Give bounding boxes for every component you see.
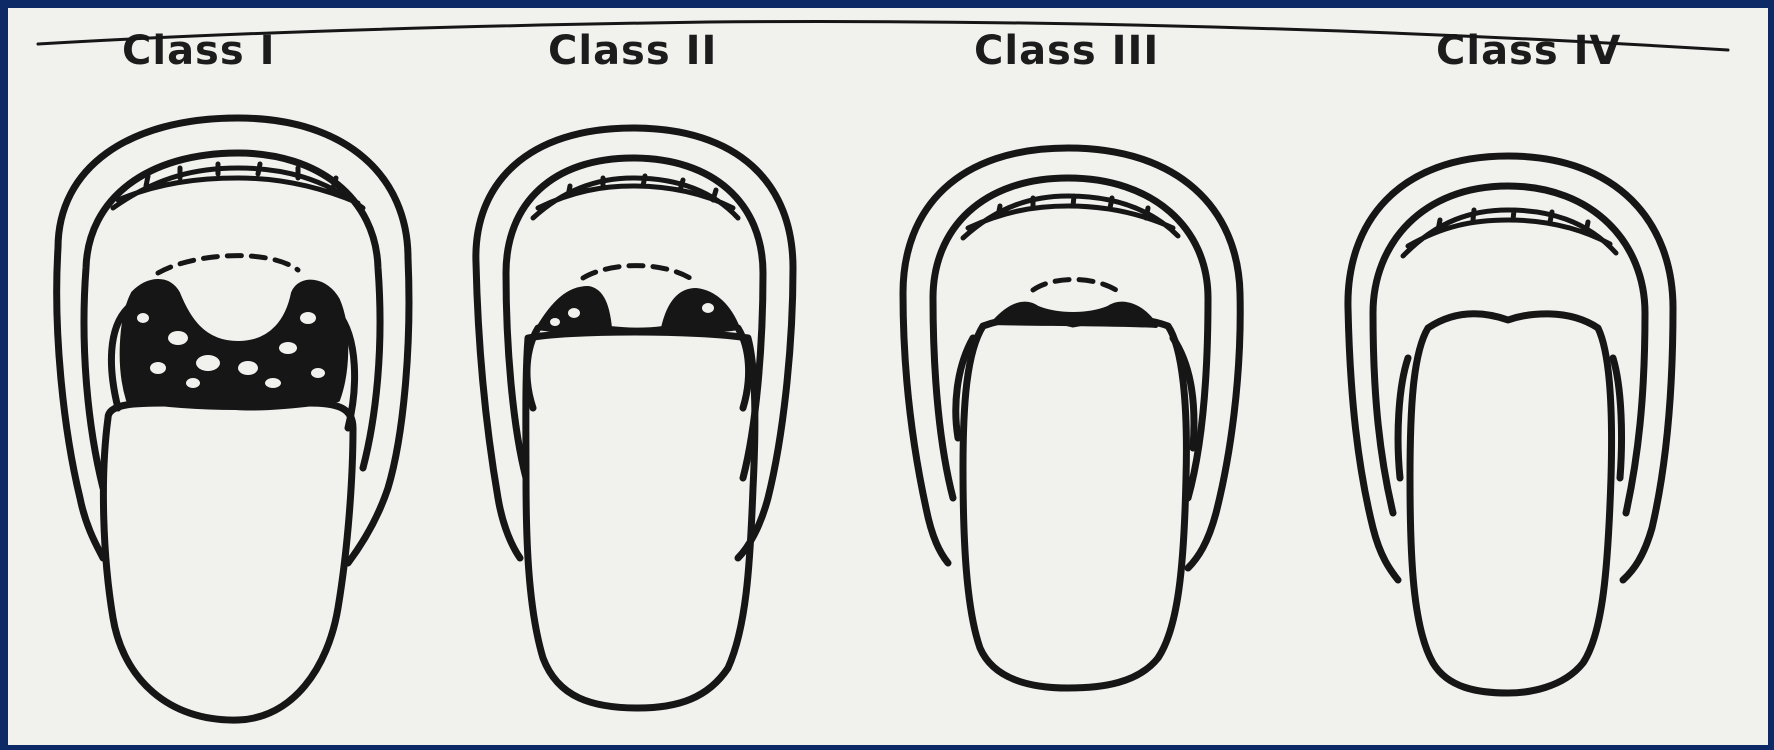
soft-palate-3 xyxy=(1033,280,1116,291)
mallampati-illustration xyxy=(8,8,1768,745)
tongue-1 xyxy=(103,403,353,720)
tonsils-1 xyxy=(122,281,347,409)
tongue-2 xyxy=(526,332,755,708)
tongue-4 xyxy=(1410,314,1612,693)
faucial-pillars-2 xyxy=(527,328,749,408)
soft-palate-2 xyxy=(583,266,690,278)
faucial-pillars-3 xyxy=(956,338,1194,448)
upper-teeth-4 xyxy=(1403,210,1616,256)
mouth-class-4 xyxy=(1348,156,1673,693)
tongue-3 xyxy=(963,318,1186,688)
upper-teeth-3 xyxy=(963,196,1178,238)
scan-rule xyxy=(38,22,1728,50)
scanned-figure: Class I Class II Class III Class IV xyxy=(8,8,1768,745)
outer-lip-3 xyxy=(903,148,1240,568)
soft-palate-1 xyxy=(158,256,298,273)
mouth-class-2 xyxy=(476,128,793,708)
mouth-class-3 xyxy=(903,148,1240,688)
upper-teeth-2 xyxy=(533,176,738,218)
faucial-pillars-4 xyxy=(1398,358,1621,478)
mouth-class-1 xyxy=(57,118,409,720)
